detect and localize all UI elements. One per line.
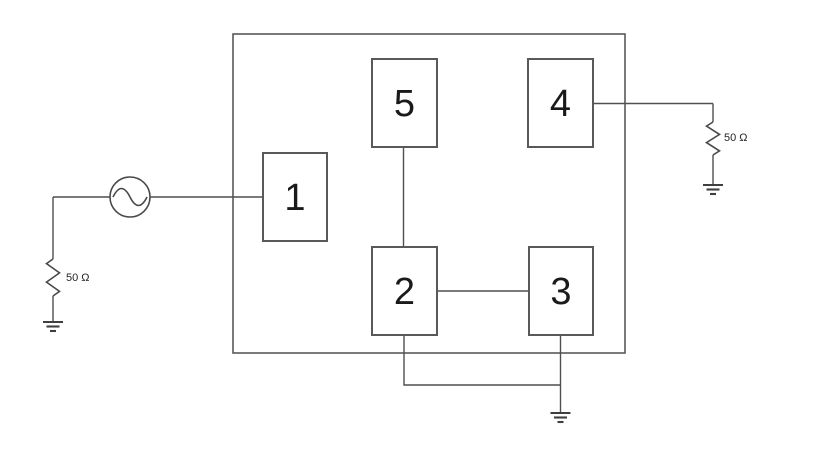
sine-wave-glyph	[112, 187, 148, 207]
block-4-label: 4	[550, 83, 571, 125]
input-resistor-icon	[45, 258, 61, 297]
output-resistor-label: 50 Ω	[724, 132, 748, 144]
block-2-label: 2	[394, 271, 415, 313]
block-3	[528, 246, 594, 336]
block-1	[262, 152, 328, 242]
input-ground-icon	[43, 320, 63, 333]
internal-ground-icon	[550, 411, 571, 424]
output-ground-icon	[703, 183, 723, 196]
wire-block2-to-ground-junction	[403, 335, 561, 386]
block-3-label: 3	[550, 271, 571, 313]
block-4	[527, 58, 594, 148]
block-1-label: 1	[284, 177, 305, 219]
block-2	[371, 246, 438, 336]
block-5	[371, 58, 438, 148]
input-resistor-label: 50 Ω	[66, 272, 90, 284]
output-resistor-icon	[705, 121, 721, 156]
system-boundary-box	[232, 33, 626, 354]
ac-sine-source-icon	[109, 176, 151, 218]
block-5-label: 5	[394, 83, 415, 125]
